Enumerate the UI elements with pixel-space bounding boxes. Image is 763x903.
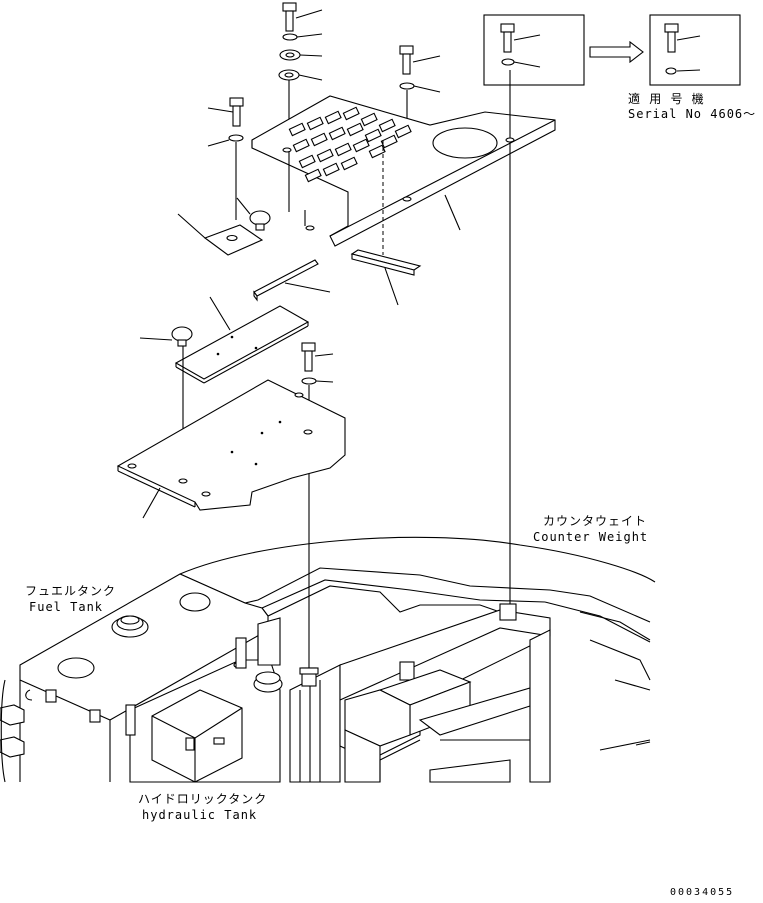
upper-cover-plate xyxy=(251,95,556,255)
small-bracket-plate xyxy=(177,213,264,256)
access-cover xyxy=(174,296,310,384)
counter-weight-jp-label: カウンタウェイト xyxy=(543,514,648,528)
serial-applicability-jp-label: 適 用 号 機 xyxy=(628,92,705,106)
seal-strip-left xyxy=(253,259,331,302)
hydraulic-tank-en-label: hydraulic Tank xyxy=(142,808,258,822)
drawing-number: 00034055 xyxy=(670,887,735,898)
rubber-cap-2 xyxy=(139,326,193,347)
serial-applicability-en-label: Serial No 4606～ xyxy=(628,107,757,121)
inset-new-bolt-box xyxy=(649,14,741,86)
lower-cover-plate xyxy=(116,379,346,519)
machine-body xyxy=(0,536,656,783)
bolt-left-stack xyxy=(207,97,244,220)
seal-strip-right xyxy=(350,249,422,306)
top-bolt-stack xyxy=(278,2,323,150)
hydraulic-tank-jp-label: ハイドロリックタンク xyxy=(138,792,268,806)
fuel-tank-jp-label: フュエルタンク xyxy=(25,584,117,598)
grille-slots xyxy=(288,106,412,183)
bolt-middle-stack xyxy=(301,342,334,668)
fuel-tank-en-label: Fuel Tank xyxy=(29,600,104,614)
rubber-cap xyxy=(236,197,271,231)
counter-weight-en-label: Counter Weight xyxy=(533,530,649,544)
inset-old-bolt-box xyxy=(483,14,585,86)
right-arrow-icon xyxy=(589,40,644,64)
